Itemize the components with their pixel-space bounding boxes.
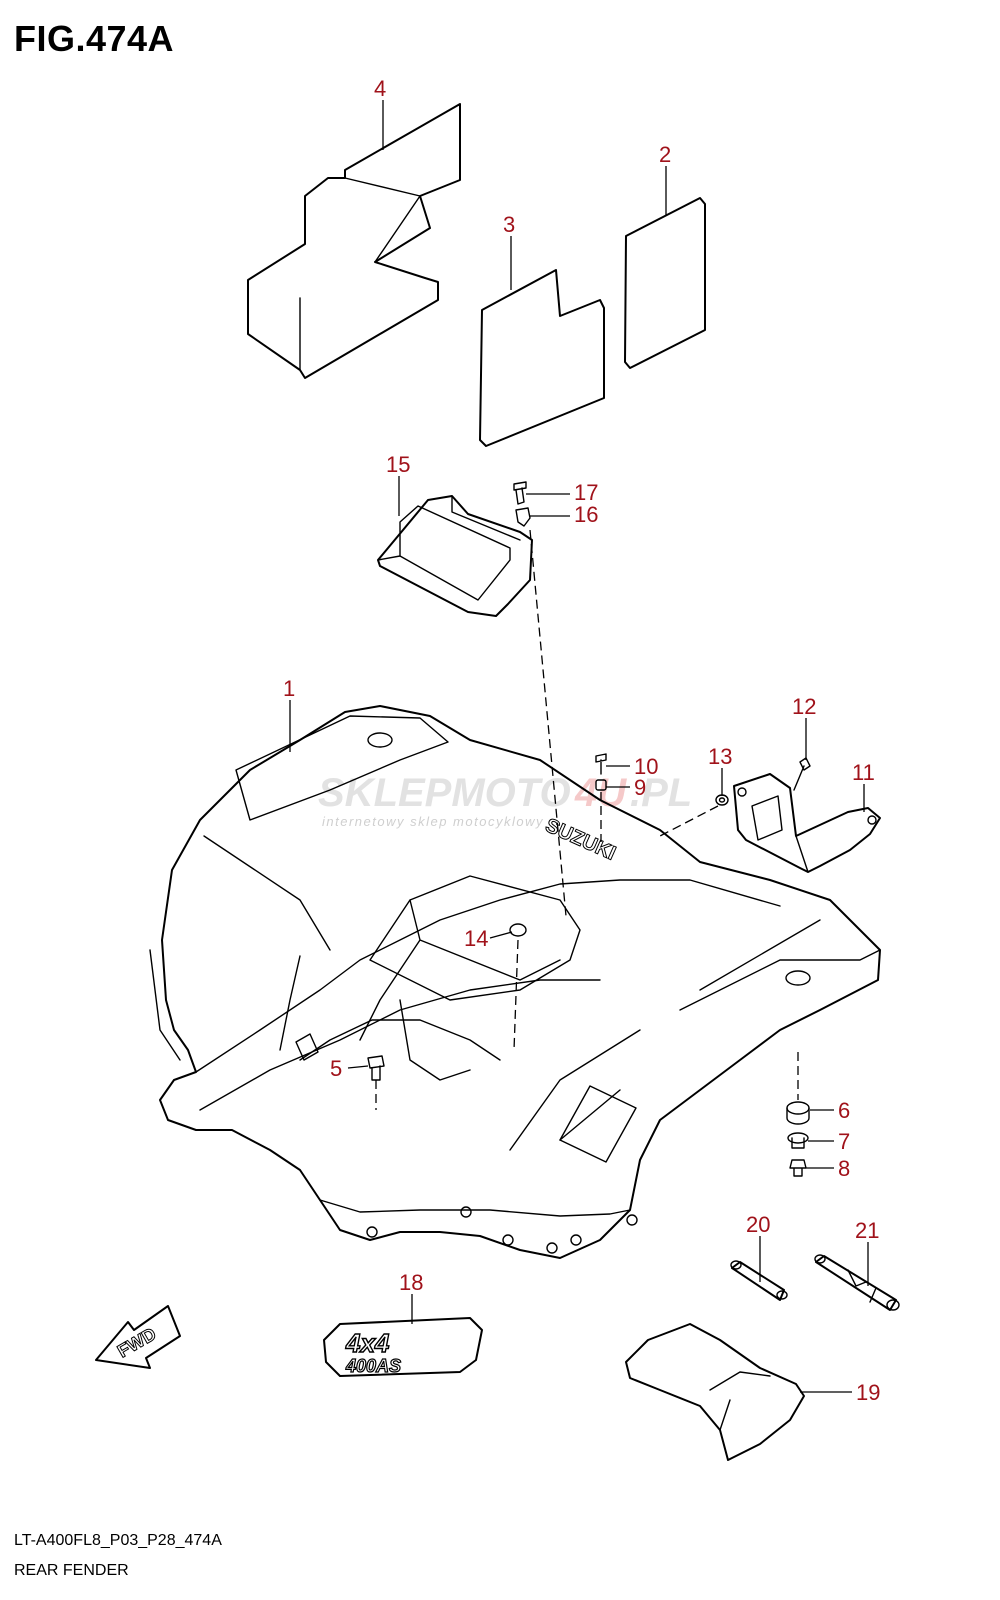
part-14-grommet — [509, 923, 527, 937]
callout-19: 19 — [856, 1380, 880, 1405]
callout-16: 16 — [574, 502, 598, 527]
callout-1: 1 — [283, 676, 295, 701]
callout-4: 4 — [374, 76, 386, 101]
callout-7: 7 — [838, 1129, 850, 1154]
emblem-bottom-text: 400AS — [345, 1356, 401, 1376]
part-12-screw — [793, 757, 811, 791]
watermark-tagline: internetowy sklep motocyklowy — [322, 814, 544, 829]
callout-2: 2 — [659, 142, 671, 167]
fwd-arrow: FWD — [95, 1305, 181, 1369]
suzuki-fender-lettering: SUZUKI — [542, 814, 619, 864]
part-2-decal — [624, 197, 706, 369]
part-19-bag — [625, 1323, 805, 1461]
part-18-emblem: 4x4 400AS — [323, 1317, 483, 1377]
part-6-cushion — [786, 1101, 810, 1125]
callout-13: 13 — [708, 744, 732, 769]
part-5-bolt — [367, 1055, 385, 1081]
part-4-decal — [247, 103, 461, 379]
callout-20: 20 — [746, 1212, 770, 1237]
part-21-tube — [814, 1254, 900, 1311]
callout-15: 15 — [386, 452, 410, 477]
callout-21: 21 — [855, 1218, 879, 1243]
figure-title: FIG.474A — [14, 18, 175, 59]
part-20-pin — [730, 1260, 788, 1301]
callout-9: 9 — [634, 775, 646, 800]
watermark-brand-3: .PL — [630, 771, 692, 815]
callout-5: 5 — [330, 1056, 342, 1081]
callout-10: 10 — [634, 754, 658, 779]
callout-3: 3 — [503, 212, 515, 237]
leader-lines — [289, 100, 869, 1393]
callout-12: 12 — [792, 694, 816, 719]
part-10-screw — [595, 753, 607, 775]
part-17-bolt — [513, 481, 527, 505]
emblem-top-text: 4x4 — [345, 1328, 390, 1358]
part-13-washer — [715, 794, 729, 806]
callout-14: 14 — [464, 926, 488, 951]
part-3-decal — [479, 269, 605, 447]
callout-8: 8 — [838, 1156, 850, 1181]
callouts: 4 2 3 15 17 16 1 12 13 11 10 9 14 5 6 7 … — [283, 76, 880, 1405]
figure-code: LT-A400FL8_P03_P28_474A — [14, 1532, 222, 1549]
callout-17: 17 — [574, 480, 598, 505]
callout-6: 6 — [838, 1098, 850, 1123]
part-7-collar — [787, 1132, 809, 1149]
part-8-bolt — [789, 1159, 807, 1177]
part-11-bracket — [733, 773, 881, 873]
callout-11: 11 — [852, 760, 875, 785]
watermark-brand-1: SKLEPMOTO — [318, 771, 571, 815]
callout-18: 18 — [399, 1270, 423, 1295]
part-15-tray — [377, 495, 533, 617]
part-16-clip — [515, 507, 531, 527]
figure-name: REAR FENDER — [14, 1562, 129, 1579]
part-9-nut — [595, 779, 607, 791]
